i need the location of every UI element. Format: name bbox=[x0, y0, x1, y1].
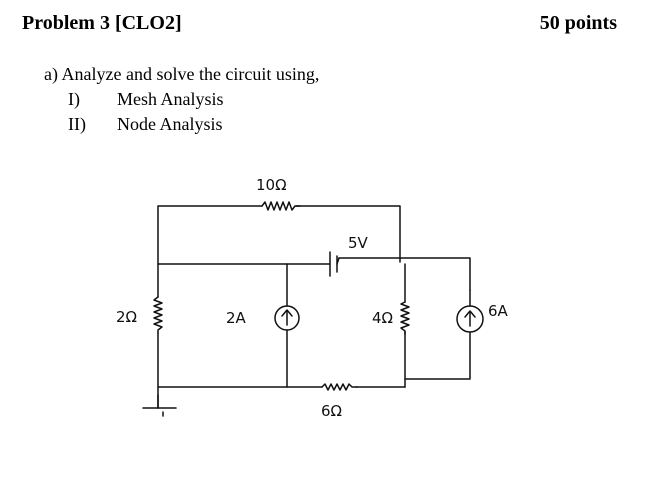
label-i-source-right: 6A bbox=[488, 302, 509, 320]
label-i-source-mid: 2A bbox=[226, 309, 247, 327]
resistor-6-ohm bbox=[321, 383, 358, 391]
current-source-6a bbox=[456, 305, 484, 333]
wire-middle bbox=[157, 257, 471, 291]
resistor-10-ohm bbox=[261, 201, 301, 211]
ground-icon bbox=[142, 394, 177, 417]
resistor-4-ohm bbox=[400, 301, 410, 335]
wire-right bbox=[404, 289, 471, 380]
method-1-number: I) bbox=[68, 89, 80, 109]
task-intro: a) Analyze and solve the circuit using, bbox=[44, 64, 320, 84]
resistor-2-ohm bbox=[153, 296, 163, 334]
wire-top-loop bbox=[157, 205, 401, 265]
label-r-top: 10Ω bbox=[256, 176, 287, 194]
method-1-label: Mesh Analysis bbox=[117, 89, 224, 109]
battery-5v bbox=[329, 251, 340, 277]
label-r-bottom: 6Ω bbox=[321, 402, 342, 420]
label-r-left: 2Ω bbox=[116, 308, 137, 326]
current-source-2a bbox=[274, 305, 300, 331]
method-2-label: Node Analysis bbox=[117, 114, 223, 134]
problem-title: Problem 3 [CLO2] bbox=[22, 12, 182, 34]
label-r-mid: 4Ω bbox=[372, 309, 393, 327]
method-2-number: II) bbox=[68, 114, 86, 134]
points-label: 50 points bbox=[539, 12, 617, 34]
label-v-source: 5V bbox=[348, 234, 369, 252]
